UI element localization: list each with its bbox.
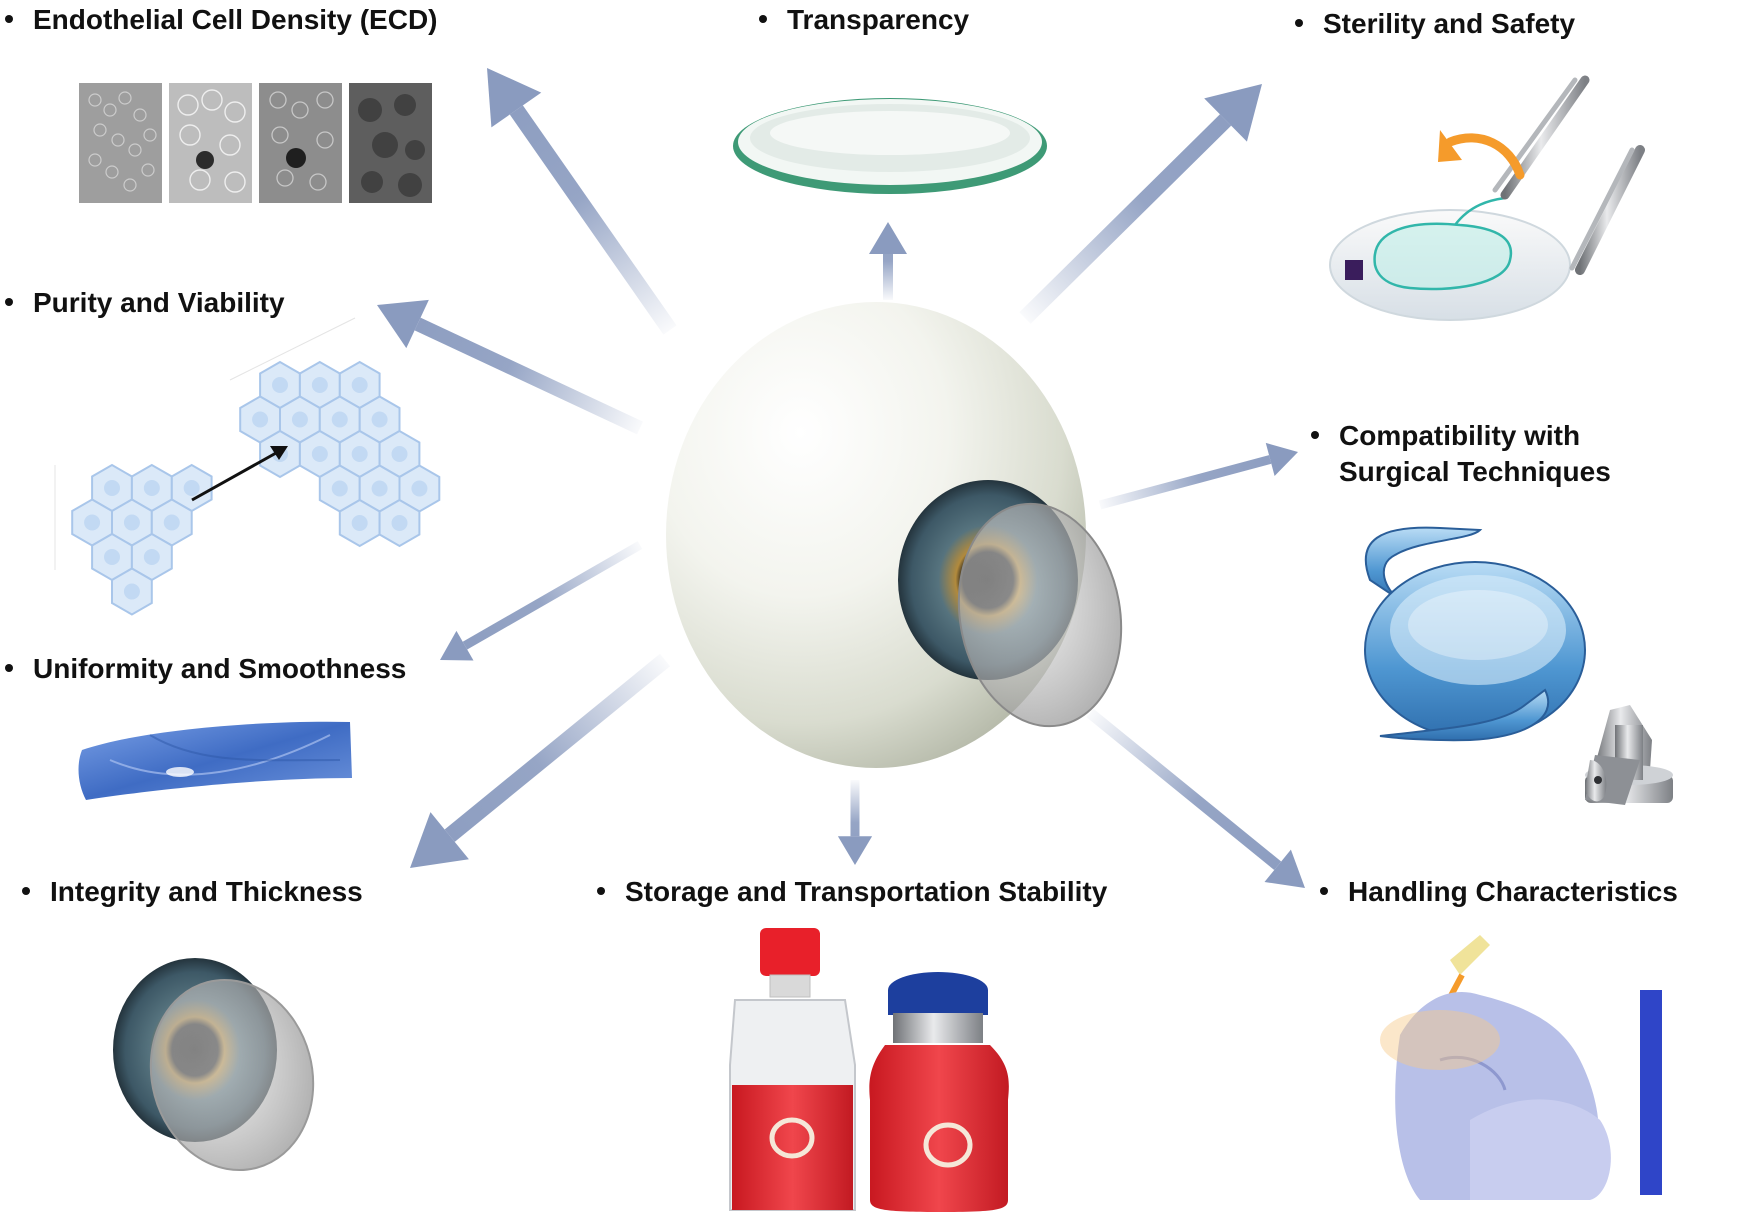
cell-nucleus <box>311 446 328 462</box>
watch-glass-lens-icon <box>733 98 1047 194</box>
arrow-to-handling <box>1086 708 1305 888</box>
arrow-head <box>410 812 469 868</box>
arrow-head <box>1265 442 1298 476</box>
cell-nucleus <box>311 377 328 393</box>
label-transparency: Transparency <box>759 2 969 38</box>
arrow-shaft <box>444 653 671 842</box>
injector-tips-icon <box>1585 705 1673 805</box>
label-text: Compatibility with <box>1339 420 1581 451</box>
arrow-to-purity <box>377 299 643 435</box>
label-integrity-and-thickness: Integrity and Thickness <box>22 874 363 910</box>
arrow-shaft <box>414 317 643 435</box>
arrow-head <box>869 222 907 254</box>
label-text: Handling Characteristics <box>1348 876 1678 907</box>
eyeball-with-graft-icon <box>666 302 1123 768</box>
gloved-hand-icon <box>1380 935 1662 1200</box>
label-text: Integrity and Thickness <box>50 876 363 907</box>
cell-nucleus <box>351 515 368 531</box>
bullet <box>759 14 767 23</box>
arrow-to-compatibility <box>1098 442 1298 510</box>
cell-nucleus <box>272 377 288 393</box>
culture-flask-icon <box>729 928 856 1211</box>
arrow-to-ecd <box>487 68 677 335</box>
cell-nucleus <box>351 446 368 462</box>
label-text: Endothelial Cell Density (ECD) <box>33 4 438 35</box>
cell-nucleus <box>391 446 408 462</box>
cell-nucleus <box>84 514 101 531</box>
bullet <box>597 886 605 895</box>
cell-nucleus <box>123 583 140 600</box>
label-storage-and-transportation-stability: Storage and Transportation Stability <box>597 874 1107 910</box>
arrow-head <box>1204 84 1262 142</box>
cell-nucleus <box>104 549 120 565</box>
bullet <box>1320 886 1328 895</box>
arrow-head <box>487 68 542 128</box>
label-text: Storage and Transportation Stability <box>625 876 1108 907</box>
specular-microscopy-images-icon <box>79 83 432 203</box>
cell-nucleus <box>331 411 348 428</box>
arrow-to-sterility <box>1019 84 1262 324</box>
label-text: Sterility and Safety <box>1323 8 1576 39</box>
arrow-to-transparency <box>869 222 907 300</box>
label-compatibility-with-surgical-techniques: Compatibility with Surgical Techniques <box>1311 418 1611 490</box>
label-purity-and-viability: Purity and Viability <box>5 285 285 321</box>
label-uniformity-and-smoothness: Uniformity and Smoothness <box>5 651 406 687</box>
arrow-to-storage <box>837 780 873 865</box>
bullet <box>5 297 13 306</box>
cell-nucleus <box>163 514 180 531</box>
label-sterility-and-safety: Sterility and Safety <box>1295 6 1575 42</box>
cell-nucleus <box>371 480 388 497</box>
cell-nucleus <box>183 480 200 496</box>
label-text-line2: Surgical Techniques <box>1339 456 1611 487</box>
arrow-head <box>837 836 873 865</box>
arrow-head <box>377 299 429 349</box>
intraocular-lens-icon <box>1364 526 1586 742</box>
cell-nucleus <box>331 480 348 497</box>
arrow-shaft <box>1086 708 1282 871</box>
hexagonal-cells-icon <box>71 360 441 616</box>
bullet <box>1295 18 1303 27</box>
label-endothelial-cell-density: Endothelial Cell Density (ECD) <box>5 2 438 38</box>
cell-nucleus <box>351 377 368 393</box>
arrow-shaft <box>509 105 677 335</box>
cell-nucleus <box>252 411 269 428</box>
arrow-head <box>440 630 474 661</box>
cell-nucleus <box>104 480 120 496</box>
culture-vial-icon <box>869 972 1009 1212</box>
folded-sheet-icon <box>78 721 352 800</box>
arrow-shaft <box>1019 114 1232 324</box>
arrow-shaft <box>462 541 643 650</box>
arrows <box>377 68 1305 888</box>
bullet <box>5 14 13 23</box>
cell-nucleus <box>291 411 308 428</box>
cell-nucleus <box>143 549 160 565</box>
arrow-to-uniformity <box>440 541 643 661</box>
bullet <box>5 663 13 672</box>
label-text: Uniformity and Smoothness <box>33 653 407 684</box>
bullet <box>22 886 30 895</box>
cell-nucleus <box>411 480 428 497</box>
label-text: Transparency <box>787 4 970 35</box>
cell-nucleus <box>371 411 388 428</box>
cell-nucleus <box>391 515 408 531</box>
label-text: Purity and Viability <box>33 287 285 318</box>
cell-nucleus <box>143 480 160 496</box>
forceps-graft-icon <box>1329 75 1645 321</box>
arrow-head <box>1264 849 1305 888</box>
cell-nucleus <box>123 514 140 531</box>
label-handling-characteristics: Handling Characteristics <box>1320 874 1678 910</box>
arrow-to-integrity <box>410 653 671 868</box>
arrow-shaft <box>1098 455 1272 510</box>
iris-with-graft-icon <box>113 958 315 1172</box>
bullet <box>1311 430 1319 439</box>
